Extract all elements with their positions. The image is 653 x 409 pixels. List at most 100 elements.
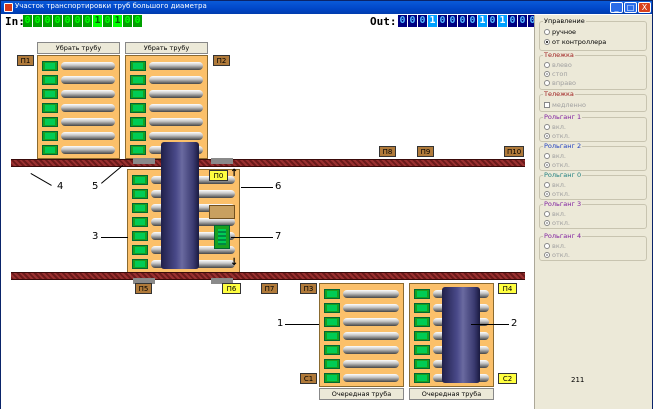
mode-controller-radio[interactable]: от контроллера	[544, 38, 606, 46]
gear-motor-icon	[414, 317, 430, 327]
leader-5	[101, 165, 124, 184]
counter-value: 211	[571, 376, 585, 384]
storage-c1: С1	[300, 373, 317, 384]
gear-motor-icon	[324, 331, 340, 341]
rollgang-3-off-radio[interactable]: откл.	[544, 219, 570, 227]
bit-indicator: 1	[428, 15, 437, 27]
rollgang-4-on-radio[interactable]: вкл.	[544, 242, 566, 250]
bit-indicator: 0	[103, 15, 112, 27]
gear-motor-icon	[132, 217, 148, 227]
radio-icon	[544, 62, 550, 68]
roller-pipe	[149, 104, 203, 112]
roller-pipe	[61, 146, 115, 154]
radio-icon	[544, 80, 550, 86]
trolley-direction-title: Тележка	[543, 51, 575, 59]
bit-indicator: 0	[508, 15, 517, 27]
radio-selected-icon	[544, 191, 550, 197]
gear-motor-icon	[132, 203, 148, 213]
minimize-button[interactable]: _	[610, 2, 623, 13]
roller-pipe	[149, 132, 203, 140]
roller	[130, 117, 203, 127]
rollgang-1-off-radio[interactable]: откл.	[544, 132, 570, 140]
rollgang-0-title: Рольганг 0	[543, 171, 583, 179]
gear-motor-icon	[132, 245, 148, 255]
roller	[42, 75, 115, 85]
roller-pipe	[149, 90, 203, 98]
roller-pipe	[343, 374, 399, 382]
bit-indicator: 1	[478, 15, 487, 27]
gear-motor-icon	[132, 259, 148, 269]
gear-motor-icon	[130, 117, 146, 127]
motor-icon	[214, 225, 230, 249]
roller	[324, 317, 399, 327]
rollgang-4-title: Рольганг 4	[543, 232, 583, 240]
rollgang-0-on-radio[interactable]: вкл.	[544, 181, 566, 189]
rollgang-3-title: Рольганг 3	[543, 200, 583, 208]
roller-pipe	[149, 76, 203, 84]
close-button[interactable]: X	[638, 2, 651, 13]
bit-indicator: 0	[438, 15, 447, 27]
radio-icon	[544, 243, 550, 249]
rollgang-1-on-radio[interactable]: вкл.	[544, 123, 566, 131]
lower-rail	[11, 272, 525, 280]
roller	[324, 345, 399, 355]
sensor-p6: П6	[222, 283, 241, 294]
roller	[324, 331, 399, 341]
rollgang-2-on-radio[interactable]: вкл.	[544, 152, 566, 160]
roller-pipe	[149, 62, 203, 70]
leader-3	[101, 237, 128, 238]
gear-motor-icon	[324, 373, 340, 383]
next-pipe-button-1[interactable]: Очередная труба	[319, 388, 404, 400]
gear-motor-icon	[130, 61, 146, 71]
roller	[324, 289, 399, 299]
leader-2	[471, 324, 509, 325]
mode-manual-radio[interactable]: ручное	[544, 28, 576, 36]
roller-pipe	[343, 360, 399, 368]
bit-indicator: 0	[458, 15, 467, 27]
rollgang-4-group: Рольганг 4 вкл. откл.	[539, 232, 647, 261]
gear-motor-icon	[130, 75, 146, 85]
rollgang-3-on-radio[interactable]: вкл.	[544, 210, 566, 218]
radio-selected-icon	[544, 252, 550, 258]
trolley-speed-group: Тележка медленно	[539, 90, 647, 112]
roller	[324, 359, 399, 369]
leader-4	[30, 173, 52, 186]
gear-motor-icon	[414, 331, 430, 341]
trolley-slow-checkbox[interactable]: медленно	[544, 101, 586, 109]
roller	[42, 61, 115, 71]
trolley-direction-group: Тележка влево стоп вправо	[539, 51, 647, 90]
remove-pipe-button-2[interactable]: Убрать трубу	[125, 42, 208, 54]
sensor-p1: П1	[17, 55, 34, 66]
control-mode-title: Управление	[543, 17, 586, 25]
bit-indicator: 0	[528, 15, 537, 27]
leader-6	[241, 187, 273, 188]
rollgang-1-group: Рольганг 1 вкл. откл.	[539, 113, 647, 142]
roller	[42, 103, 115, 113]
gear-motor-icon	[414, 359, 430, 369]
rollgang-0-off-radio[interactable]: откл.	[544, 190, 570, 198]
gear-motor-icon	[130, 103, 146, 113]
rollgang-2-off-radio[interactable]: откл.	[544, 161, 570, 169]
storage-c2: С2	[498, 373, 517, 384]
roller	[42, 89, 115, 99]
bit-indicator: 0	[518, 15, 527, 27]
control-mode-group: Управление ручное от контроллера	[539, 17, 647, 51]
maximize-button[interactable]: □	[624, 2, 637, 13]
bit-indicator: 0	[43, 15, 52, 27]
trolley-stop-radio[interactable]: стоп	[544, 70, 568, 78]
rollgang-4-off-radio[interactable]: откл.	[544, 251, 570, 259]
control-panel: Управление ручное от контроллера Тележка…	[534, 15, 652, 409]
roller-pipe	[343, 318, 399, 326]
bit-indicator: 0	[468, 15, 477, 27]
trolley-right-radio[interactable]: вправо	[544, 79, 576, 87]
trolley-left-radio[interactable]: влево	[544, 61, 572, 69]
roller-pipe	[149, 118, 203, 126]
title-bar[interactable]: Участок транспортировки труб большого ди…	[1, 1, 652, 14]
remove-pipe-button-1[interactable]: Убрать трубу	[37, 42, 120, 54]
gear-motor-icon	[132, 189, 148, 199]
radio-icon	[544, 211, 550, 217]
bit-indicator: 0	[23, 15, 32, 27]
next-pipe-button-2[interactable]: Очередная труба	[409, 388, 494, 400]
